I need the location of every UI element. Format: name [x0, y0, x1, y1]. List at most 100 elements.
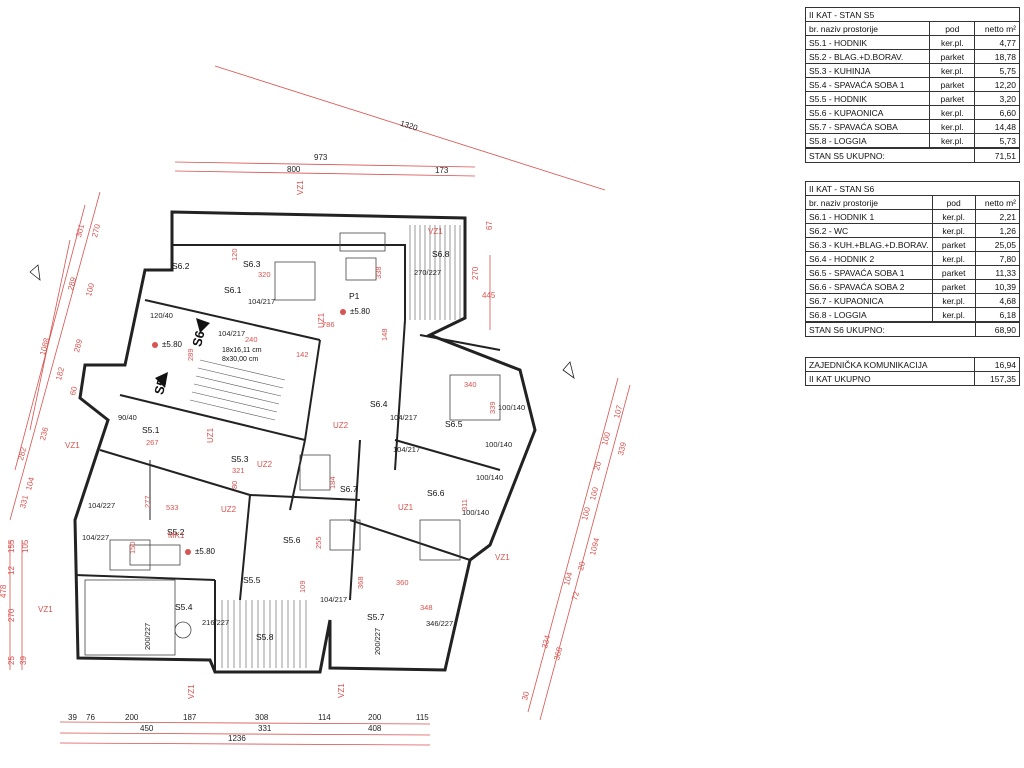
stair-note-line-2: 8x30,00 cm: [222, 356, 258, 363]
stair-note-line-1: 18x16,11 cm: [222, 347, 262, 354]
room-name: S5.5 - HODNIK: [804, 91, 931, 106]
area-value: 1,26: [974, 223, 1021, 238]
zone-tag: VZ1: [187, 684, 196, 699]
zone-tag: VZ1: [38, 605, 53, 614]
dim-value: 155: [7, 539, 16, 553]
room-label: S5.7: [367, 612, 385, 622]
header-cell: netto m²: [974, 195, 1021, 210]
dim-value: 80: [230, 481, 239, 489]
dim-value: 12: [7, 566, 16, 575]
room-label: S6.5: [445, 419, 463, 429]
total-label: STAN S5 UKUPNO:: [804, 147, 976, 163]
area-value: 6,18: [974, 307, 1021, 323]
dim-value: 308: [255, 713, 269, 722]
dim-value: 100: [84, 282, 96, 298]
dim-value: 321: [232, 466, 245, 475]
dim-value: 408: [368, 724, 382, 733]
opening: 104/217: [248, 297, 275, 306]
dim-value: 289: [186, 348, 195, 361]
area-value: 10,39: [974, 279, 1021, 294]
floor-type: ker.pl.: [931, 251, 976, 266]
total-label: STAN S6 UKUPNO:: [805, 321, 976, 337]
area-value: 4,68: [974, 293, 1021, 308]
table-title: II KAT - STAN S5: [805, 7, 1020, 22]
dim-value: 270: [7, 608, 16, 622]
opening: 100/140: [498, 403, 525, 412]
area-value: 5,73: [974, 133, 1020, 149]
room-label: S6.3: [243, 259, 261, 269]
room-name: S5.7 - SPAVAĆA SOBA: [804, 119, 931, 134]
dim-value: 25: [7, 656, 16, 665]
area-value: 3,20: [974, 91, 1020, 106]
dimension-lines: [9, 65, 631, 746]
opening: 346/227: [426, 619, 453, 628]
dim-value: 76: [86, 713, 95, 722]
dim-value: 331: [18, 494, 30, 510]
dim-value: 320: [258, 270, 271, 279]
zone-tags: VZ1 VZ1 VZ1 VZ1 VZ1 VZ1 VZ1 UZ1 UZ1 UZ1 …: [38, 180, 510, 699]
opening: 200/227: [373, 628, 382, 655]
dim-value: 277: [143, 495, 152, 508]
room-label: S5.3: [231, 454, 249, 464]
level-mark: ±5.80: [350, 307, 371, 316]
area-table-s6: II KAT - STAN S6 br. naziv prostorije po…: [805, 181, 1021, 337]
dim-value: 450: [140, 724, 154, 733]
zone-tag: UZ1: [398, 503, 414, 512]
floor-type: parket: [931, 265, 976, 280]
zone-tag: UZ2: [257, 460, 273, 469]
area-value: 6,60: [974, 105, 1020, 120]
dim-value: 339: [488, 401, 497, 414]
top-dimensions: 1320 973 800 173: [287, 119, 449, 175]
dim-value: 173: [435, 166, 449, 175]
header-cell: pod: [929, 21, 976, 36]
floor-type: ker.pl.: [929, 105, 976, 120]
level-marks: ±5.80 ±5.80 ±5.80: [152, 307, 371, 556]
area-table-s5: II KAT - STAN S5 br. naziv prostorije po…: [804, 7, 1020, 163]
dim-value: 478: [0, 584, 8, 598]
dim-value: 39: [68, 713, 77, 722]
bottom-dimensions: 39 76 200 187 308 114 200 115 450 331 40…: [68, 713, 429, 743]
room-name: S6.5 - SPAVAĆA SOBA 1: [805, 265, 933, 280]
dim-value: 150: [128, 541, 137, 554]
zone-tag: UZ1: [317, 312, 326, 328]
area-value: 4,77: [974, 35, 1020, 50]
header-cell: br. naziv prostorije: [805, 195, 933, 210]
area-value: 25,05: [974, 237, 1021, 252]
dim-value: 786: [322, 320, 335, 329]
dim-value: 533: [166, 503, 179, 512]
dim-value: 334: [540, 634, 552, 650]
room-name: S5.6 - KUPAONICA: [804, 105, 931, 120]
dim-value: 72: [570, 590, 581, 601]
hatch-patterns: [189, 225, 461, 668]
dim-value: 148: [380, 328, 389, 341]
dim-value: 289: [72, 338, 84, 354]
dim-value: 267: [146, 438, 159, 447]
area-value: 7,80: [974, 251, 1021, 266]
dim-value: 105: [21, 539, 30, 553]
dim-value: 360: [396, 578, 409, 587]
room-label: S6.8: [432, 249, 450, 259]
opening: 216/227: [202, 618, 229, 627]
opening: 104/217: [393, 445, 420, 454]
area-value: 11,33: [974, 265, 1021, 280]
summary-value: 16,94: [974, 357, 1020, 372]
opening: 100/140: [476, 473, 503, 482]
room-label: S6.2: [172, 261, 190, 271]
room-label: S5.8: [256, 632, 274, 642]
total-row: STAN S6 UKUPNO:68,90: [805, 321, 1021, 337]
floor-type: ker.pl.: [929, 119, 976, 134]
interior-dimensions: 340 360 339 321 533 267 277 786 142 338 …: [128, 248, 497, 612]
floor-type: parket: [931, 279, 976, 294]
floor-type: ker.pl.: [931, 293, 976, 308]
room-name: S6.4 - HODNIK 2: [805, 251, 933, 266]
opening: 104/227: [88, 501, 115, 510]
opening: 90/40: [118, 413, 137, 422]
opening: 104/217: [320, 595, 347, 604]
